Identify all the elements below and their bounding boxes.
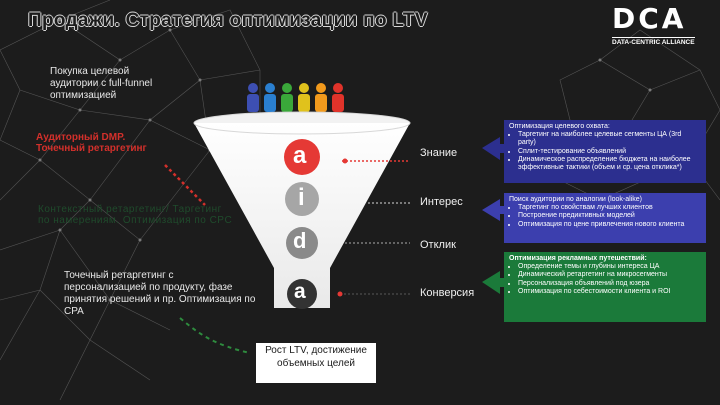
note-precise-retargeting: Точечный ретаргетинг с персонализацией п… xyxy=(64,270,256,317)
result-box: Рост LTV, достижение объемных целей xyxy=(256,343,376,383)
funnel-letter-circles xyxy=(284,139,320,309)
note-contextual: Контекстный ретаргетинг/ Таргетинг по на… xyxy=(38,204,233,226)
card-heading: Оптимизация рекламных путешествий: xyxy=(509,255,647,262)
card-item: Определение темы и глубины интереса ЦА xyxy=(518,263,701,271)
card-heading: Поиск аудитории по аналогии (look-alike) xyxy=(509,196,642,203)
card-item: Сплит-тестирование объявлений xyxy=(518,148,701,156)
connector-dot-icons xyxy=(337,158,348,297)
card-item: Динамическое распределение бюджета на на… xyxy=(518,156,701,172)
stage-connectors xyxy=(340,160,410,295)
funnel-letter-a2: a xyxy=(294,280,306,303)
card-item: Построение предиктивных моделей xyxy=(518,212,701,220)
funnel-letter-a1: a xyxy=(293,142,307,169)
logo-subtitle: DATA-CENTRIC ALLIANCE xyxy=(612,37,695,46)
card-item: Оптимизация по себестоимости клиента и R… xyxy=(518,288,701,296)
funnel-letter-d: d xyxy=(293,228,307,253)
card-item: Оптимизация по цене привлечения нового к… xyxy=(518,221,701,229)
card-item: Таргетинг на наиболее целевые сегменты Ц… xyxy=(518,131,701,147)
stage-label-response: Отклик xyxy=(420,239,456,251)
card-heading: Оптимизация целевого охвата: xyxy=(509,123,610,130)
stage-label-awareness: Знание xyxy=(420,147,458,159)
card-item: Персонализация объявлений под юзера xyxy=(518,280,701,288)
page-title: Продажи. Стратегия оптимизации по LTV xyxy=(28,10,428,31)
card-item: Динамический ретаргетинг на микросегмент… xyxy=(518,271,701,279)
audience-dmp-arrow xyxy=(164,164,206,206)
funnel-letter-i: i xyxy=(298,184,305,211)
note-purchase: Покупка целевой аудитории с full-funnel … xyxy=(50,66,153,101)
dca-logo: DCA DATA-CENTRIC ALLIANCE xyxy=(598,2,708,48)
stage-label-interest: Интерес xyxy=(420,196,463,208)
retargeting-arrow xyxy=(179,317,251,354)
stage-label-conversion: Конверсия xyxy=(420,287,475,299)
card-item: Таргетинг по свойствам лучших клиентов xyxy=(518,204,701,212)
audience-people-icons xyxy=(247,83,344,112)
card-reach-optimization: Оптимизация целевого охвата: Таргетинг н… xyxy=(504,120,706,183)
logo-wordmark: DCA xyxy=(612,2,687,35)
card-arrows xyxy=(482,137,515,294)
card-journey-optimization: Оптимизация рекламных путешествий: Опред… xyxy=(504,252,706,322)
card-lookalike: Поиск аудитории по аналогии (look-alike)… xyxy=(504,193,706,243)
note-audience-dmp: Аудиторный DMP. Точечный ретаргетинг xyxy=(36,132,147,154)
